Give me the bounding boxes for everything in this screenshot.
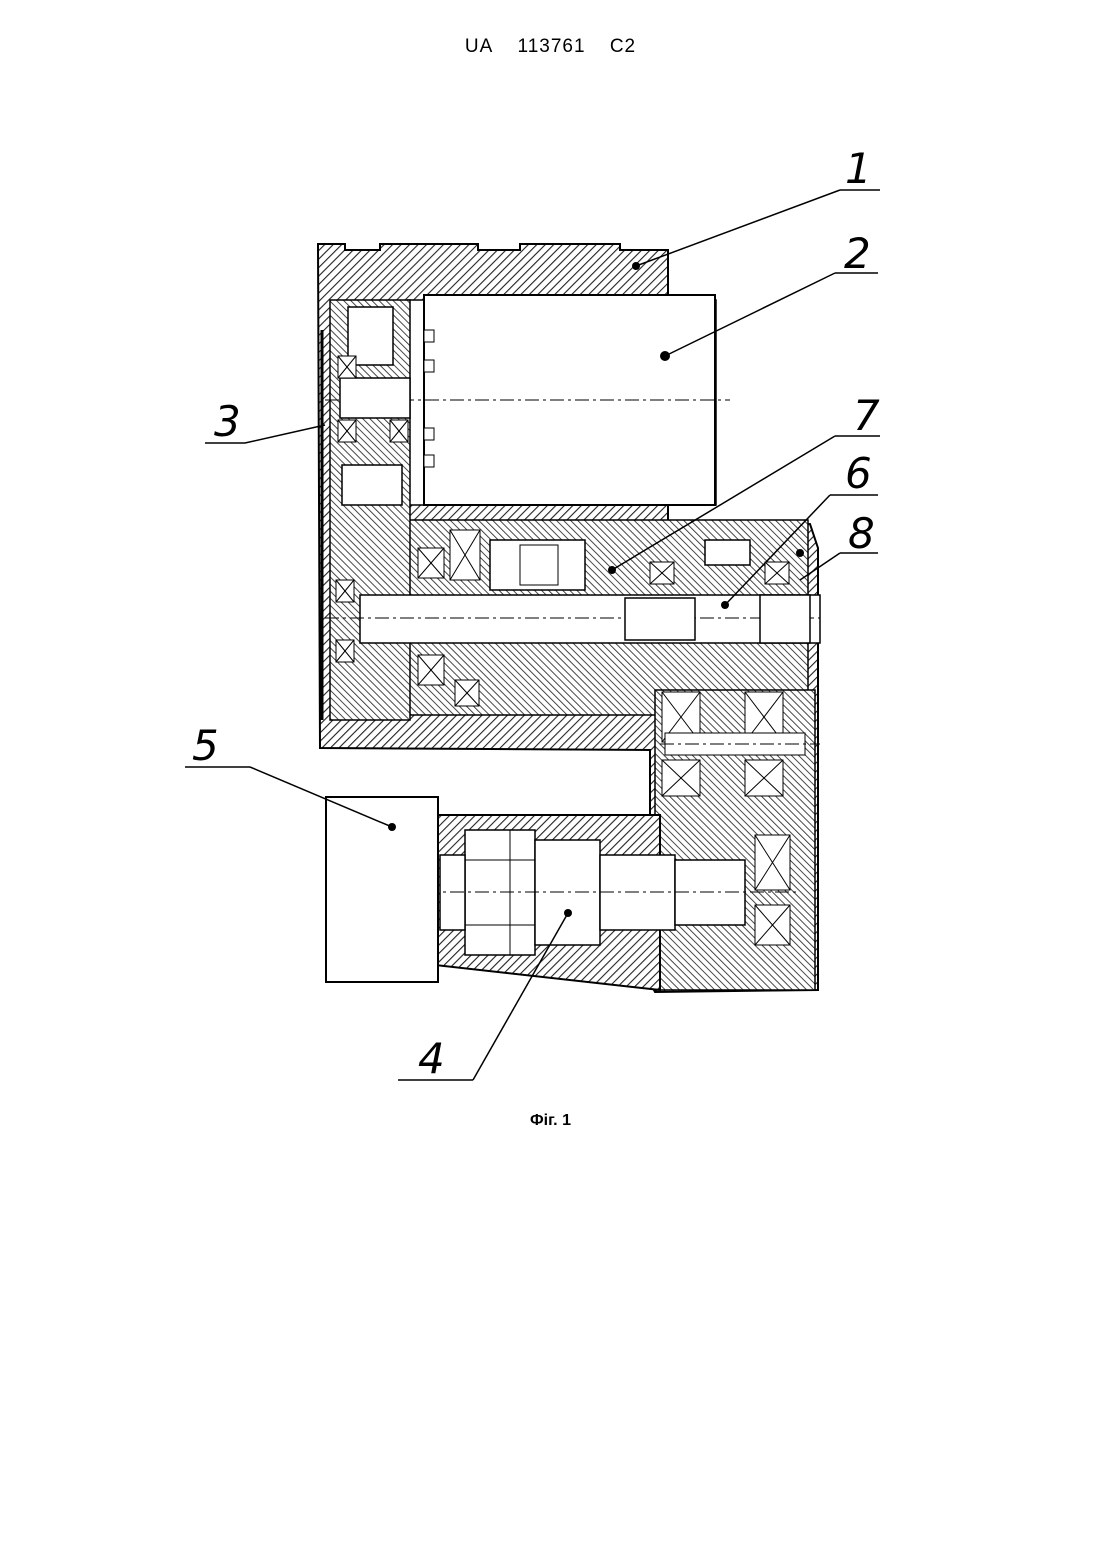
callout-4: 4 bbox=[418, 1034, 445, 1083]
callout-8: 8 bbox=[848, 509, 875, 558]
drive-unit bbox=[326, 797, 438, 982]
callout-1: 1 bbox=[845, 144, 872, 193]
callout-3: 3 bbox=[214, 397, 241, 446]
callout-6: 6 bbox=[845, 449, 872, 498]
callout-5: 5 bbox=[192, 721, 219, 770]
figure-caption: Фіг. 1 bbox=[0, 1112, 1101, 1130]
callout-7: 7 bbox=[853, 391, 880, 440]
callout-2: 2 bbox=[844, 229, 871, 278]
